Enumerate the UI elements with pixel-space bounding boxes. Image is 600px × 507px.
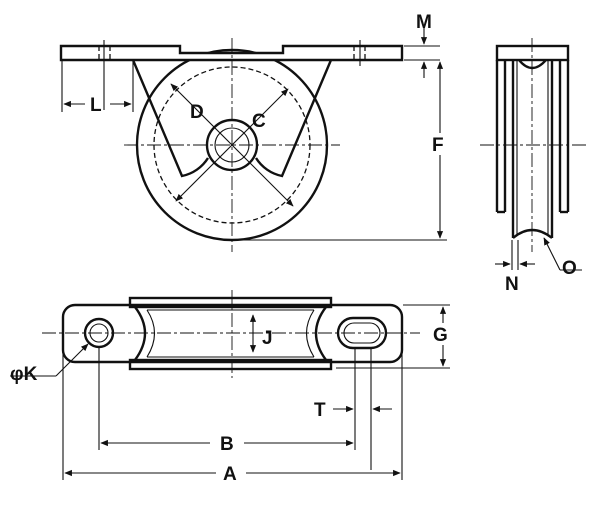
bracket-arm-right <box>254 59 333 178</box>
label-l: L <box>90 95 102 116</box>
label-b: B <box>220 434 234 455</box>
top-rail-upper <box>128 296 333 309</box>
top-wheel-right-inner <box>305 309 315 358</box>
label-a: A <box>223 464 237 485</box>
label-n: N <box>505 274 519 295</box>
top-wheel-left-inner <box>146 309 156 358</box>
side-plate <box>495 44 570 62</box>
front-view: D C L M F <box>59 12 450 252</box>
label-g: G <box>433 325 448 346</box>
label-f: F <box>432 135 444 156</box>
side-groove-top <box>518 59 547 70</box>
mounting-plate <box>59 44 404 62</box>
top-wheel-left <box>134 306 147 361</box>
dimension-c-line <box>175 88 289 202</box>
top-wheel-right <box>314 306 327 361</box>
top-view: J G φK T B A <box>10 290 454 485</box>
label-c: C <box>252 111 266 132</box>
dim-g-gap <box>432 323 454 345</box>
label-k: φK <box>10 364 38 385</box>
dim-f-gap <box>430 133 450 155</box>
label-m: M <box>416 12 432 33</box>
label-t: T <box>314 400 326 421</box>
label-d: D <box>190 102 204 123</box>
label-j: J <box>262 328 273 349</box>
top-rail-lower <box>128 358 333 371</box>
label-o: O <box>562 258 577 279</box>
top-slot-outer <box>336 316 388 350</box>
top-base-plate <box>61 303 404 364</box>
side-groove-bottom <box>512 228 553 239</box>
leader-o <box>543 237 561 271</box>
side-view: N O <box>480 38 588 295</box>
leader-k <box>55 343 89 377</box>
